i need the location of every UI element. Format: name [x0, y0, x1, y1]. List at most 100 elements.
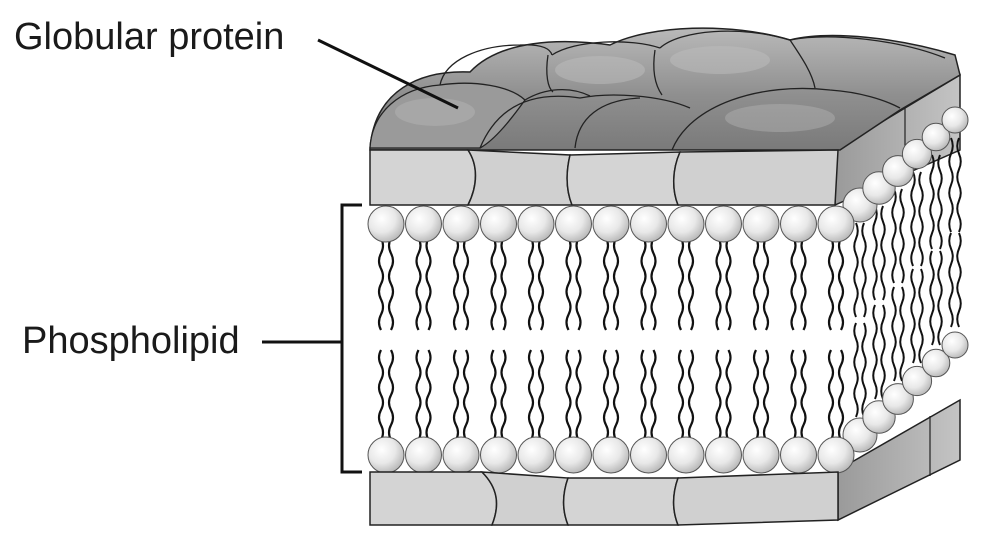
globular-protein-leader	[317, 38, 459, 110]
lipid-head	[921, 348, 951, 378]
phospholipid-bracket	[262, 203, 362, 474]
lipid-head	[817, 436, 855, 474]
lipid-tail	[452, 349, 460, 441]
lipid-tail	[650, 237, 657, 331]
lipid-tail	[861, 322, 867, 418]
lipid-tail	[387, 237, 395, 331]
side-lipid-tails	[853, 137, 962, 418]
lipid-head	[592, 436, 630, 474]
phospholipid-label: Phospholipid	[22, 320, 240, 362]
lipid-tail	[929, 250, 935, 346]
lipid-tail	[575, 237, 582, 331]
lipid-tail	[500, 237, 507, 331]
lipid-tail	[377, 237, 385, 331]
lipid-tail	[462, 349, 470, 441]
lipid-tail	[790, 349, 797, 441]
top-protein-layer	[369, 27, 961, 206]
lipid-tail	[640, 237, 647, 331]
lipid-tail	[752, 237, 760, 331]
lipid-tail	[956, 232, 962, 328]
lipid-tail	[537, 237, 545, 331]
lipid-head	[780, 436, 817, 474]
lipid-tail	[827, 349, 835, 441]
lipid-head	[901, 365, 933, 397]
lipid-tail	[827, 237, 835, 331]
lipid-tail	[837, 237, 845, 331]
lipid-tail	[387, 349, 395, 441]
lipid-head	[630, 436, 667, 474]
lipid-tail	[537, 349, 545, 441]
lipid-head	[705, 205, 742, 243]
lipid-tail	[937, 154, 943, 250]
lipid-tail	[602, 237, 610, 331]
lipid-head	[367, 436, 405, 474]
lipid-tail	[640, 349, 647, 441]
lipid-tail	[687, 237, 695, 331]
phospholipid-heads	[367, 205, 855, 474]
lipid-tail	[462, 237, 470, 331]
lipid-tail	[415, 237, 422, 331]
lipid-head	[742, 205, 780, 243]
lipid-head	[742, 436, 780, 474]
lipid-tail	[612, 349, 620, 441]
lipid-tail	[677, 349, 685, 441]
lipid-head	[442, 436, 480, 474]
lipid-head	[405, 436, 442, 474]
lipid-head	[405, 205, 442, 243]
lipid-head	[592, 205, 630, 243]
lipid-tail	[490, 349, 497, 441]
lipid-tail	[837, 349, 845, 441]
lipid-tail	[527, 237, 535, 331]
lipid-head	[882, 383, 914, 415]
lipid-tail	[800, 237, 807, 331]
lipid-tail	[725, 237, 732, 331]
lipid-tail	[650, 349, 657, 441]
lipid-tail	[899, 188, 905, 284]
lipid-tail	[899, 286, 905, 382]
lipid-tail	[937, 250, 943, 346]
lipid-head	[555, 436, 592, 474]
bottom-protein-layer	[369, 471, 839, 526]
lipid-tail	[948, 232, 954, 328]
lipid-tail	[872, 304, 878, 400]
lipid-head	[517, 205, 555, 243]
lipid-tail	[715, 237, 722, 331]
lipid-tail	[565, 237, 572, 331]
lipid-head	[480, 436, 517, 474]
lipid-tail	[425, 237, 432, 331]
lipid-tail	[929, 154, 935, 250]
lipid-head	[817, 205, 855, 243]
lipid-tail	[762, 349, 770, 441]
lipid-tail	[891, 286, 897, 382]
lipid-tail	[910, 268, 916, 364]
lipid-head	[901, 138, 933, 170]
lipid-tail	[612, 237, 620, 331]
lipid-tail	[956, 137, 962, 233]
lipid-head	[630, 205, 667, 243]
lipid-tail	[725, 349, 732, 441]
lipid-tail	[575, 349, 582, 441]
lipid-head	[921, 122, 951, 152]
lipid-tail	[415, 349, 422, 441]
lipid-tail	[452, 237, 460, 331]
lipid-tail	[880, 205, 886, 301]
lipid-tail	[948, 137, 954, 233]
lipid-tail	[918, 171, 924, 267]
lipid-tail	[790, 237, 797, 331]
lipid-head	[517, 436, 555, 474]
lipid-tail	[872, 205, 878, 301]
lipid-tail	[687, 349, 695, 441]
lipid-tail	[880, 304, 886, 400]
lipid-tail	[861, 222, 867, 318]
side-lipid-heads	[842, 106, 969, 453]
lipid-head	[941, 106, 969, 134]
lipid-tail	[918, 268, 924, 364]
lipid-tail	[752, 349, 760, 441]
lipid-tail	[377, 349, 385, 441]
lipid-head	[667, 205, 705, 243]
lipid-tail	[490, 237, 497, 331]
lipid-tail	[500, 349, 507, 441]
globular-protein-label: Globular protein	[14, 16, 285, 58]
lipid-tail	[715, 349, 722, 441]
lipid-head	[555, 205, 592, 243]
